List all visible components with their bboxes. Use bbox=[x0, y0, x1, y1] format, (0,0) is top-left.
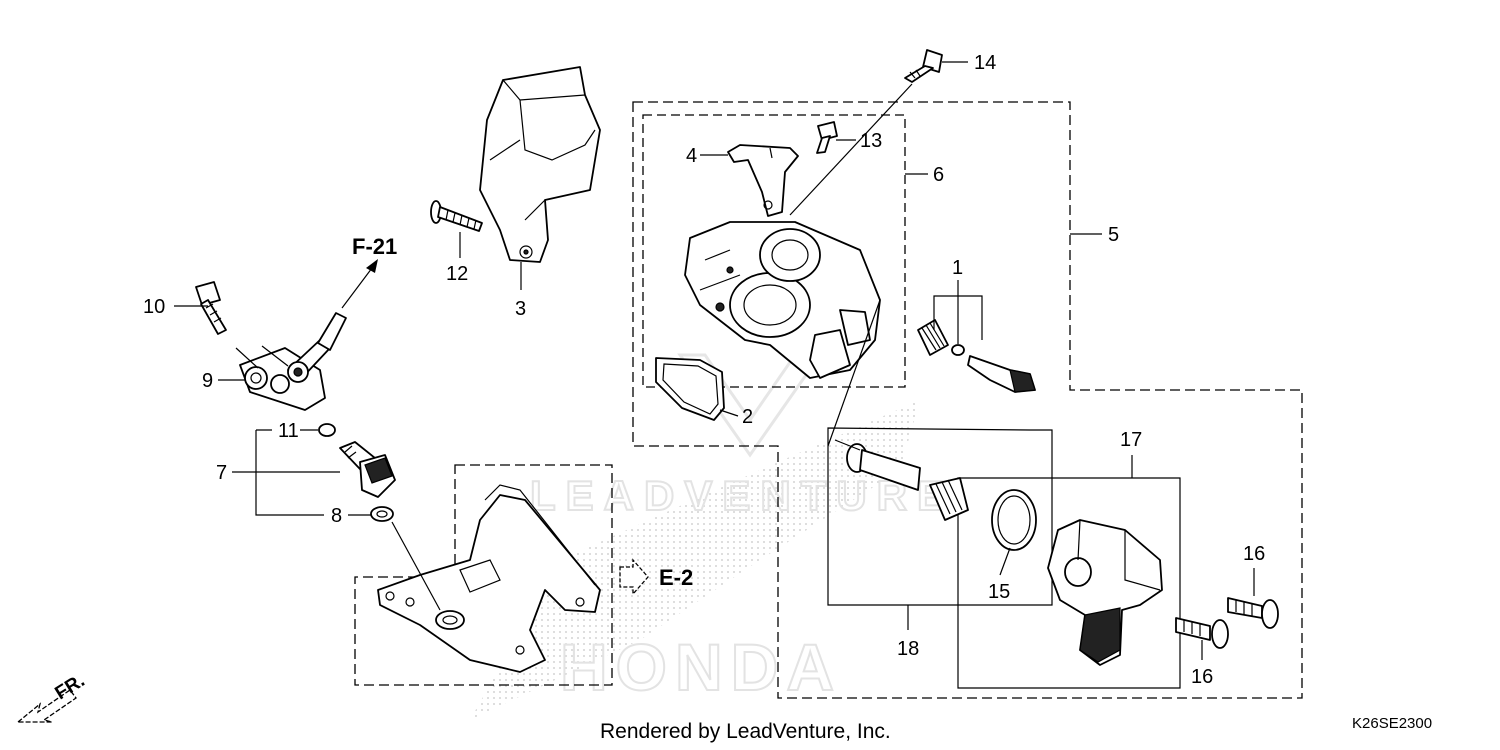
group-box-17 bbox=[957, 477, 1181, 689]
part-11-o-ring bbox=[318, 423, 336, 437]
part-10-bolt bbox=[195, 281, 227, 335]
label-part-10: 10 bbox=[143, 296, 165, 318]
label-part-17: 17 bbox=[1120, 429, 1142, 451]
group-box-6 bbox=[642, 114, 906, 388]
part-12-screw bbox=[430, 200, 483, 232]
watermark-wing-shape bbox=[470, 400, 920, 720]
part-labels: 14 13 4 6 5 1 2 3 12 10 9 11 7 8 15 18 1… bbox=[143, 52, 1265, 688]
watermark-honda-text: HONDA bbox=[560, 630, 842, 704]
label-part-14: 14 bbox=[974, 52, 996, 74]
part-13-screw bbox=[816, 121, 838, 154]
label-part-2: 2 bbox=[742, 406, 753, 428]
watermark-leadventure-text: LEADVENTURE bbox=[530, 472, 955, 519]
diagram-code: K26SE2300 bbox=[1352, 715, 1432, 732]
part-7-injector bbox=[339, 441, 396, 498]
part-14-bolt bbox=[904, 49, 943, 83]
part-3-cover bbox=[479, 66, 601, 263]
label-part-7: 7 bbox=[216, 462, 227, 484]
f21-arrow-line bbox=[341, 267, 373, 309]
label-part-11: 11 bbox=[278, 420, 299, 442]
part-16-screw-a bbox=[1227, 597, 1279, 629]
label-part-9: 9 bbox=[202, 370, 213, 392]
e2-arrow bbox=[619, 558, 649, 596]
label-part-6: 6 bbox=[933, 164, 944, 186]
group-box-5 bbox=[632, 101, 1303, 699]
label-part-13: 13 bbox=[860, 130, 882, 152]
part-17-iacv bbox=[1047, 519, 1163, 666]
label-part-16-a: 16 bbox=[1243, 543, 1265, 565]
label-part-12: 12 bbox=[446, 263, 468, 285]
label-part-3: 3 bbox=[515, 298, 526, 320]
label-part-1: 1 bbox=[952, 257, 963, 279]
part-2-gasket bbox=[655, 357, 725, 421]
fr-arrow-icon bbox=[16, 689, 77, 723]
watermark: LEADVENTURE HONDA bbox=[470, 353, 955, 720]
label-part-8: 8 bbox=[331, 505, 342, 527]
part-4-bracket bbox=[727, 144, 799, 217]
part-15-o-ring bbox=[991, 489, 1037, 551]
part-8-o-ring bbox=[370, 506, 394, 522]
part-9-joint bbox=[239, 312, 347, 411]
group-box-18 bbox=[827, 427, 1053, 606]
throttle-body bbox=[684, 221, 881, 379]
f21-arrow-head bbox=[366, 259, 378, 273]
ref-e2[interactable]: E-2 bbox=[659, 565, 693, 590]
part-16-screw-b bbox=[1175, 617, 1229, 649]
rendered-by-text: Rendered by LeadVenture, Inc. bbox=[600, 720, 891, 743]
label-part-18: 18 bbox=[897, 638, 919, 660]
label-part-5: 5 bbox=[1108, 224, 1119, 246]
part-18-components bbox=[846, 443, 969, 521]
intake-manifold bbox=[377, 484, 601, 673]
ref-f21[interactable]: F-21 bbox=[352, 234, 397, 259]
front-direction-indicator: FR. bbox=[16, 670, 89, 723]
label-part-15: 15 bbox=[988, 581, 1010, 603]
part-1-sensor-set bbox=[917, 319, 1036, 393]
leader-lines bbox=[174, 61, 1255, 660]
label-part-16-b: 16 bbox=[1191, 666, 1213, 688]
label-part-4: 4 bbox=[686, 145, 697, 167]
